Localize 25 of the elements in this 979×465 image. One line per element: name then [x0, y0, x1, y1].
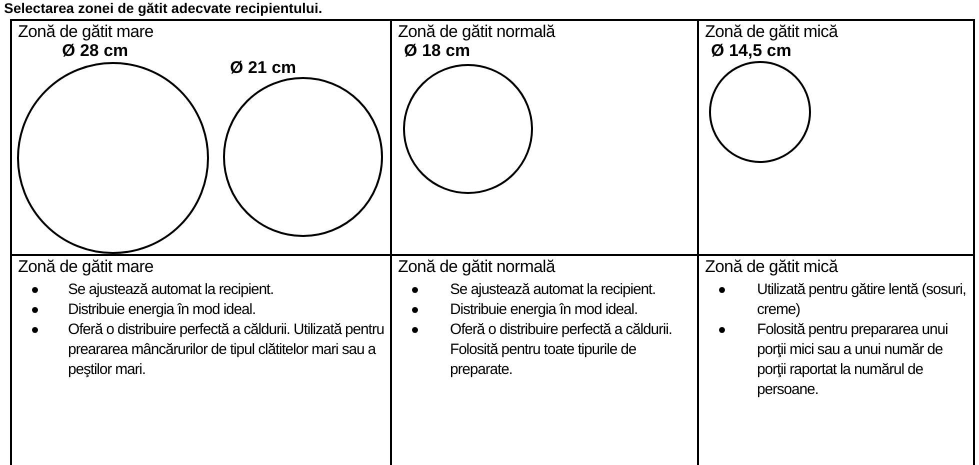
diameter-label: Ø 14,5 cm	[711, 41, 792, 61]
circle-outline	[403, 64, 533, 194]
title: Selectarea zonei de gătit adecvate recipientului.	[4, 0, 322, 16]
list-item-text: Distribuie energia în mod ideal.	[68, 300, 257, 320]
list-item-text: Se ajustează automat la recipient.	[450, 280, 657, 300]
circle-outline	[17, 62, 209, 254]
cell-heading: Zonă de gătit mare	[18, 257, 154, 277]
cell-heading: Zonă de gătit normală	[398, 257, 555, 277]
diameter-label: Ø 18 cm	[404, 41, 470, 61]
list-item-text: Oferă o distribuire perfectă a căldurii. Folosită pentru toate tipurile de preparate.	[450, 320, 673, 380]
cell-heading: Zonă de gătit mică	[705, 22, 838, 42]
list-item-text: Se ajustează automat la recipient.	[68, 280, 275, 300]
circle-outline	[223, 77, 383, 237]
cell-heading: Zonă de gătit mare	[18, 22, 154, 42]
list-item-text: Distribuie energia în mod ideal.	[450, 300, 639, 320]
list-item-text: Folosită pentru prepararea unui porţii mici sau a unui număr de porţii raportat la numărul de persoane.	[757, 320, 949, 400]
cell-heading: Zonă de gătit normală	[398, 22, 555, 42]
list-item-text: Utilizată pentru gătire lentă (sosuri, creme)	[757, 280, 967, 320]
table-cell	[10, 19, 392, 256]
table-cell	[697, 19, 975, 256]
circle-outline	[709, 61, 811, 163]
diameter-label: Ø 21 cm	[230, 58, 296, 78]
diameter-label: Ø 28 cm	[62, 41, 128, 61]
cell-heading: Zonă de gătit mică	[705, 257, 838, 277]
list-item-text: Oferă o distribuire perfectă a căldurii. Utilizată pentru preararea mâncărurilor de tipul clătitelor mari sau a peştilor mari.	[68, 320, 385, 380]
